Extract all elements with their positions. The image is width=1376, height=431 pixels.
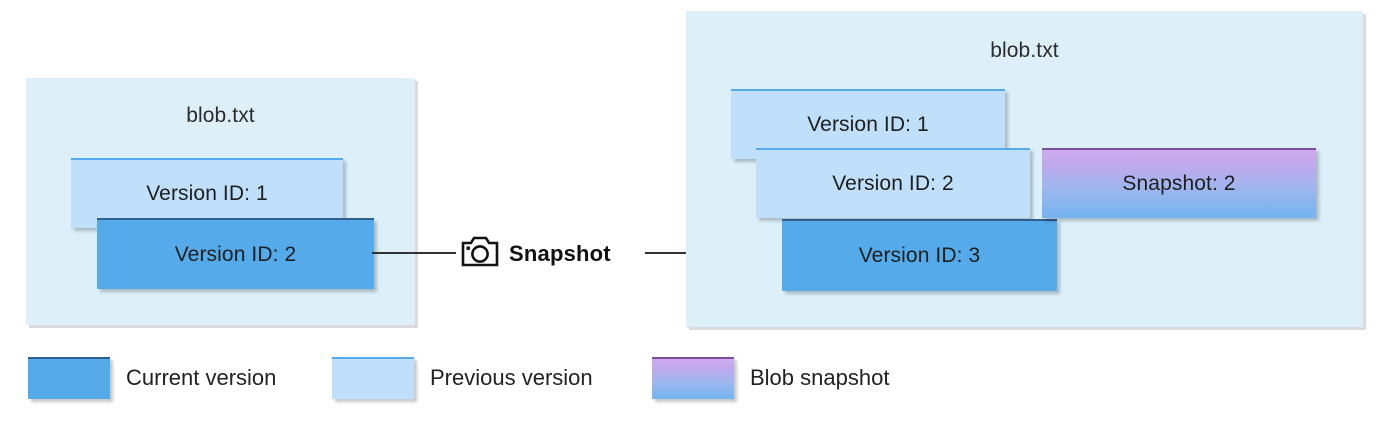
- left-blob-title: blob.txt: [186, 104, 255, 127]
- right-blob-title: blob.txt: [990, 39, 1059, 62]
- left-version-box-1-label: Version ID: 1: [146, 182, 268, 205]
- right-blob-panel: blob.txt Version ID: 1 Version ID: 2 Ver…: [686, 11, 1363, 327]
- right-snapshot-box-label: Snapshot: 2: [1122, 172, 1236, 195]
- right-version-box-1-label: Version ID: 1: [807, 113, 929, 136]
- snapshot-action-label: Snapshot: [509, 241, 611, 266]
- legend-swatch-current-version: [28, 357, 110, 399]
- right-version-box-3-label: Version ID: 3: [858, 244, 981, 267]
- right-version-box-2-label: Version ID: 2: [832, 172, 954, 195]
- camera-icon: [461, 235, 499, 273]
- legend-item-current-version: Current version: [28, 357, 276, 399]
- right-version-box-1: Version ID: 1: [731, 89, 1005, 159]
- left-version-box-2: Version ID: 2: [97, 218, 374, 289]
- right-snapshot-box: Snapshot: 2: [1042, 148, 1316, 218]
- legend-swatch-blob-snapshot: [652, 357, 734, 399]
- connector-line-left: [372, 252, 456, 254]
- legend-item-blob-snapshot: Blob snapshot: [652, 357, 889, 399]
- legend-label-blob-snapshot: Blob snapshot: [750, 365, 890, 390]
- legend-item-previous-version: Previous version: [332, 357, 593, 399]
- legend-label-current-version: Current version: [126, 365, 277, 390]
- snapshot-action-group: Snapshot: [461, 235, 611, 273]
- left-version-box-1: Version ID: 1: [71, 158, 343, 228]
- right-version-box-2: Version ID: 2: [756, 148, 1030, 218]
- legend-swatch-previous-version: [332, 357, 414, 399]
- right-version-box-3: Version ID: 3: [782, 219, 1057, 291]
- left-version-box-2-label: Version ID: 2: [174, 242, 297, 266]
- left-blob-panel: blob.txt Version ID: 1 Version ID: 2: [26, 78, 415, 325]
- legend-label-previous-version: Previous version: [430, 365, 593, 390]
